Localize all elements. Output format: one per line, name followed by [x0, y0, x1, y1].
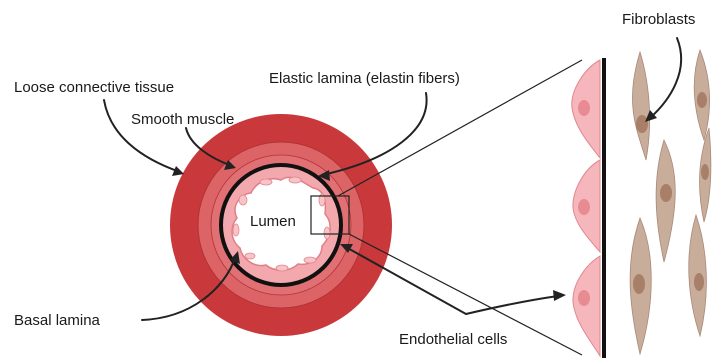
label-loose-connective-tissue: Loose connective tissue [14, 79, 174, 96]
label-lumen: Lumen [250, 213, 296, 230]
label-endothelial-cells: Endothelial cells [399, 331, 507, 348]
fibroblast-nucleus [694, 273, 704, 291]
label-basal-lamina: Basal lamina [14, 312, 101, 329]
fibroblast-nucleus [636, 115, 648, 133]
fibroblast-nucleus [697, 92, 707, 108]
fibroblast-nucleus [660, 184, 672, 202]
zoomed-endothelium [572, 58, 604, 358]
endothelial-nucleus [578, 199, 590, 215]
endothelial-cells-arrowhead-zoom [553, 290, 566, 301]
endothelial-nucleus [578, 290, 590, 306]
fibroblast-nucleus [701, 164, 709, 180]
label-smooth-muscle: Smooth muscle [131, 111, 234, 128]
fibroblast [632, 52, 649, 160]
endothelial-cells-arrow-to-zoom [466, 296, 558, 314]
endothelial-nucleus [578, 100, 590, 116]
fibroblast-nucleus [633, 274, 645, 294]
label-elastic-lamina: Elastic lamina (elastin fibers) [269, 70, 460, 87]
fibroblasts-arrow [650, 38, 681, 118]
label-fibroblasts: Fibroblasts [622, 11, 695, 28]
endothelial-cell [573, 256, 600, 356]
